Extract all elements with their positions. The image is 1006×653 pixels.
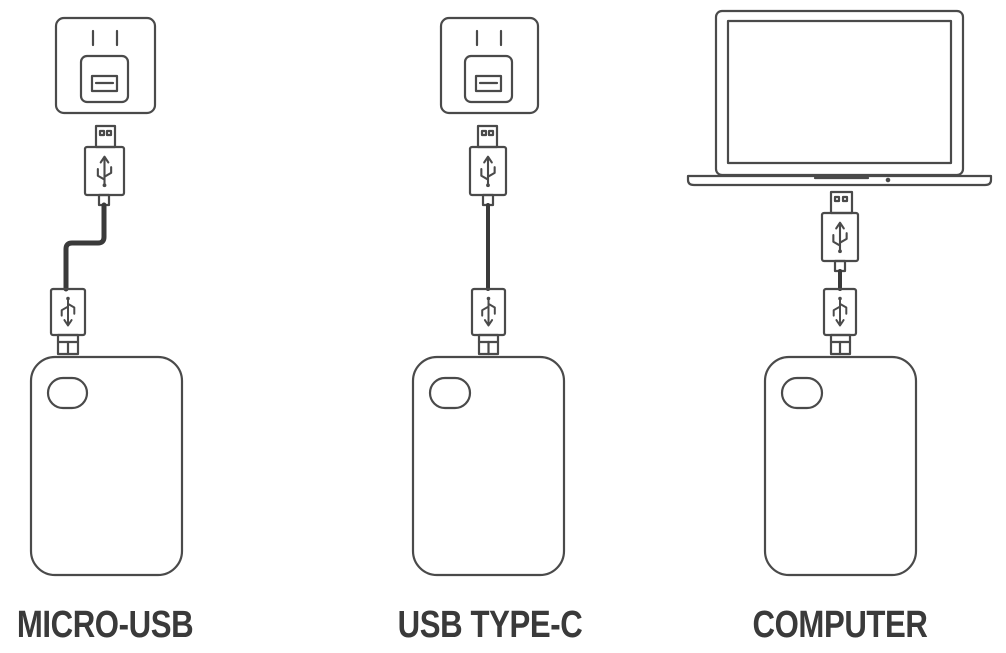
portable-drive-icon (29, 355, 184, 577)
panel-computer (686, 9, 993, 577)
usb-a-plug-icon (820, 190, 860, 273)
usb-symbol-icon (480, 155, 496, 189)
usb-a-plug-icon (468, 124, 508, 207)
micro-usb-plug-icon (49, 287, 87, 356)
micro-usb-cable (63, 202, 107, 292)
caption-usb-type-c: USB TYPE-C (397, 604, 583, 646)
usb-symbol-icon (96, 155, 113, 189)
caption-micro-usb: MICRO-USB (16, 604, 194, 646)
wall-outlet-icon (54, 16, 157, 115)
usb-symbol-icon (832, 221, 848, 255)
portable-drive-icon (411, 355, 566, 577)
caption-computer: COMPUTER (752, 604, 928, 646)
panel-usb-type-c (411, 16, 566, 577)
portable-drive-icon (763, 355, 918, 577)
usb-a-plug-icon (83, 124, 126, 207)
usb-type-c-plug-icon (470, 287, 507, 356)
panel-micro-usb (29, 16, 184, 577)
wall-outlet-icon (439, 16, 540, 115)
micro-usb-plug-icon (822, 287, 858, 356)
laptop-icon (686, 9, 993, 187)
